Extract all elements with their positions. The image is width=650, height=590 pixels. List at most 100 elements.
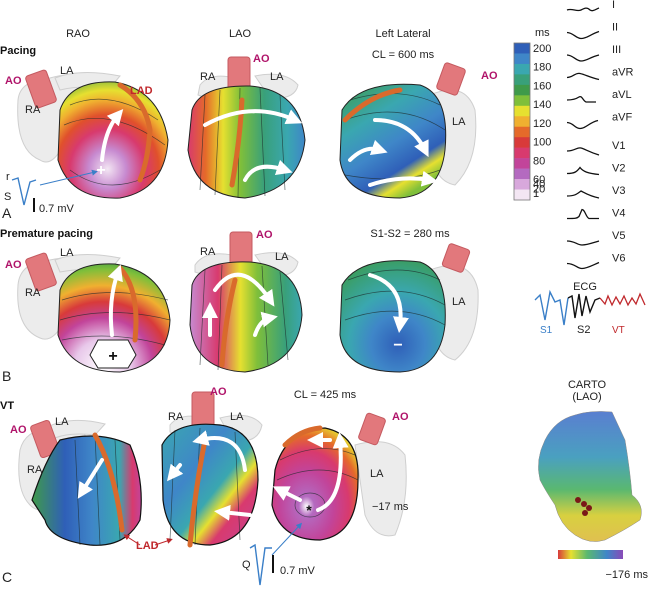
heart-rao-pacing	[17, 69, 169, 199]
color-scale-tick: 40	[533, 179, 545, 191]
color-scale-swatch	[514, 53, 530, 65]
color-scale-swatch	[514, 105, 530, 117]
carto-min-label: −176 ms	[606, 569, 649, 581]
color-scale-tick: 100	[533, 137, 551, 149]
ecg-trace-avf	[566, 119, 599, 130]
color-scale-tick: 180	[533, 62, 551, 74]
heart-rao-premature	[17, 252, 171, 373]
ecg-trace-avl	[566, 95, 596, 103]
label-la: LA	[60, 247, 74, 259]
vt-label: VT	[612, 325, 625, 336]
color-scale-unit: ms	[535, 27, 550, 39]
ecg-trace-v4	[566, 208, 599, 220]
ecg-trace-v5	[566, 240, 600, 246]
carto-view: (LAO)	[572, 391, 601, 403]
label-ra: RA	[200, 246, 216, 258]
color-scale-swatch	[514, 147, 530, 159]
color-scale-tick: 200	[533, 43, 551, 55]
label-ao: AO	[256, 229, 273, 241]
cycle-length-premature: S1-S2 = 280 ms	[370, 228, 450, 240]
color-scale-swatch	[514, 63, 530, 75]
row-title-premature: Premature pacing	[0, 228, 93, 240]
view-label-lao: LAO	[229, 28, 251, 40]
heart-lateral-pacing	[339, 62, 477, 199]
vt-exit-site-mark: *	[306, 502, 312, 518]
view-label-rao: RAO	[66, 28, 90, 40]
voltage-scale-a: 0.7 mV	[39, 203, 75, 215]
s1-label: S1	[540, 325, 553, 336]
pacing-site-mark: +	[108, 348, 117, 365]
ecg-lead-label: II	[612, 22, 618, 34]
color-scale-swatch	[514, 179, 530, 190]
r-wave-label: r	[6, 171, 10, 183]
ecg-trace-avr	[566, 72, 600, 81]
color-scale-swatch	[514, 137, 530, 148]
color-scale-swatch	[514, 95, 530, 107]
q-wave-label: Q	[242, 559, 251, 571]
ecg-trace-ii	[566, 30, 600, 40]
premature-ecg-title: ECG	[573, 281, 597, 293]
color-scale-bar	[513, 42, 531, 201]
pacing-electrogram	[11, 169, 98, 212]
local-activation-time: −17 ms	[372, 501, 409, 513]
label-ao: AO	[392, 411, 409, 423]
color-scale-swatch	[514, 168, 530, 180]
cycle-length-vt: CL = 425 ms	[294, 389, 357, 401]
label-ra: RA	[200, 71, 216, 83]
color-scale-swatch	[514, 189, 530, 201]
label-ao: AO	[253, 53, 270, 65]
ecg-lead-label: V3	[612, 185, 625, 197]
color-scale-tick: 20	[533, 183, 545, 195]
ecg-lead-label: V6	[612, 253, 625, 265]
s2-site-mark: −	[393, 337, 402, 354]
color-scale-tick: 80	[533, 155, 545, 167]
color-scale-swatch	[514, 74, 530, 86]
label-la: LA	[55, 416, 69, 428]
carto-title: CARTO	[568, 379, 607, 391]
s-wave-label: S	[4, 191, 11, 203]
label-ao: AO	[10, 424, 27, 436]
label-lad: LAD	[136, 540, 159, 552]
pacing-site-mark: +	[96, 162, 105, 179]
color-scale-swatch	[514, 84, 530, 96]
label-la: LA	[60, 65, 74, 77]
color-scale-swatch	[514, 126, 530, 138]
color-scale-tick: 140	[533, 99, 551, 111]
label-ao: AO	[210, 386, 227, 398]
color-scale-tick: 160	[533, 80, 551, 92]
color-scale-tick: 60	[533, 174, 545, 186]
label-ao: AO	[5, 75, 22, 87]
lad-pointer-arrows	[123, 534, 173, 546]
label-la: LA	[452, 296, 466, 308]
ecg-trace-v2	[566, 166, 600, 176]
s2-label: S2	[577, 324, 590, 336]
view-label-lateral: Left Lateral	[375, 28, 430, 40]
heart-lao-premature	[189, 231, 303, 373]
color-scale-tick: 120	[533, 118, 551, 130]
color-scale-swatch	[514, 158, 530, 169]
ecg-lead-label: aVR	[612, 67, 633, 79]
label-la: LA	[370, 468, 384, 480]
carto-map	[538, 411, 642, 559]
premature-ecg-trace	[534, 289, 646, 326]
ecg-lead-label: V4	[612, 208, 625, 220]
panel-letter-c: C	[2, 569, 12, 585]
heart-lao-pacing	[187, 56, 306, 199]
label-lad: LAD	[130, 85, 153, 97]
voltage-scale-c: 0.7 mV	[280, 565, 316, 577]
ecg-trace-i	[566, 7, 600, 12]
ecg-lead-label: III	[612, 44, 621, 56]
heart-lateral-vt	[271, 412, 407, 541]
label-la: LA	[452, 116, 466, 128]
ecg-lead-label: aVF	[612, 112, 632, 124]
panel-letter-a: A	[2, 205, 12, 221]
label-ra: RA	[25, 104, 41, 116]
cycle-length-pacing: CL = 600 ms	[372, 49, 435, 61]
label-ra: RA	[168, 411, 184, 423]
ecg-trace-v3	[566, 190, 600, 199]
label-ra: RA	[25, 287, 41, 299]
label-ao: AO	[481, 70, 498, 82]
